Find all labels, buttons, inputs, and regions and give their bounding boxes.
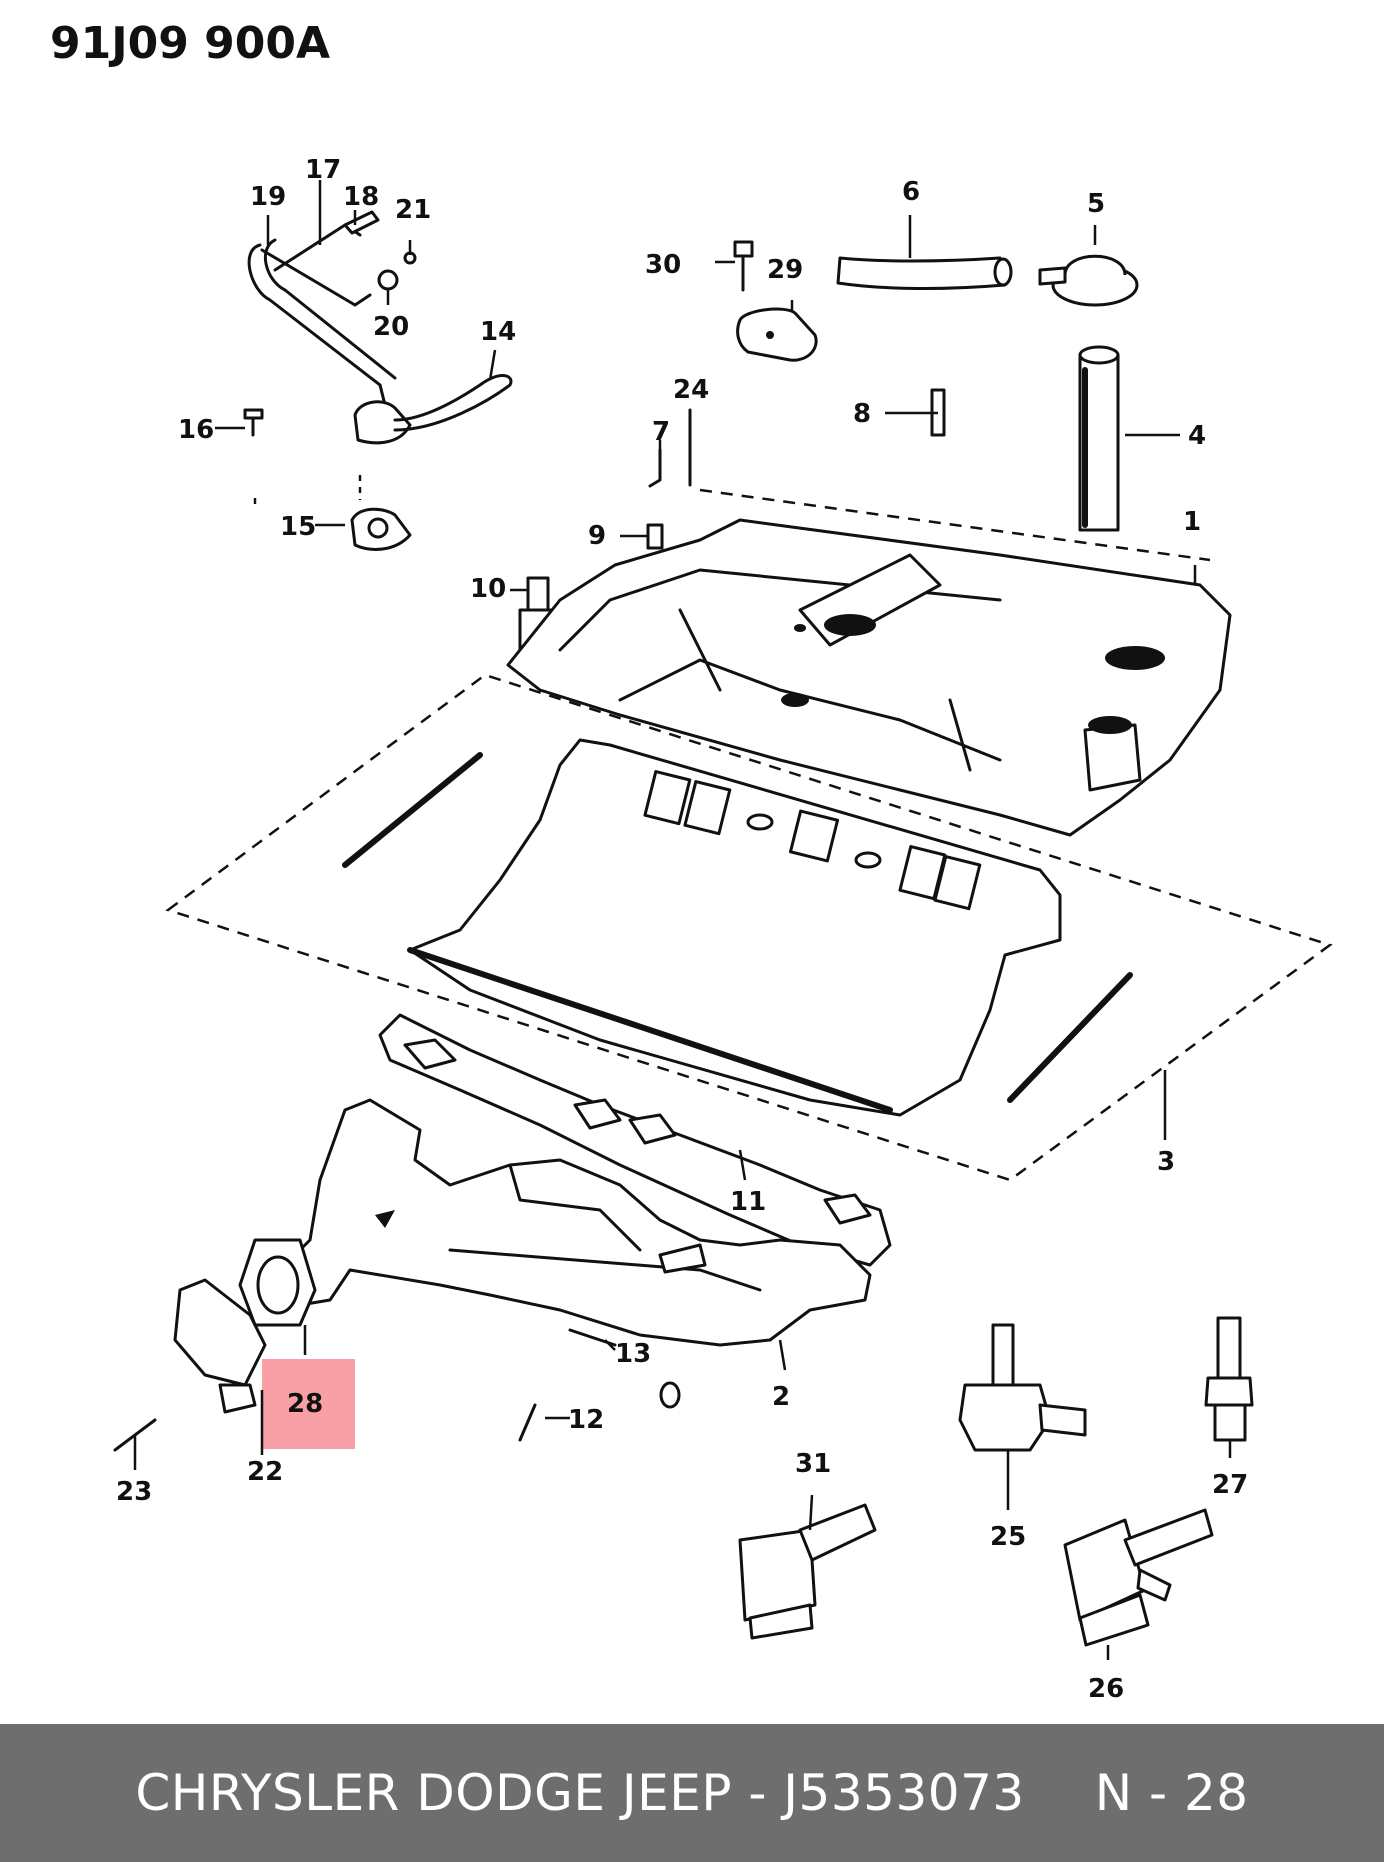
label-6: 6 — [902, 177, 920, 207]
seal-strip-left — [342, 752, 483, 868]
elbow-part-22 — [173, 1278, 267, 1414]
label-25: 25 — [990, 1522, 1026, 1552]
pin-part-7 — [648, 448, 662, 488]
cap-part-5 — [1038, 254, 1139, 307]
tube-part-4 — [1078, 345, 1120, 532]
exhaust-gasket-part-11 — [378, 1013, 892, 1267]
label-28: 28 — [287, 1389, 323, 1419]
footer-caption: CHRYSLER DODGE JEEP - J5353073 N - 28 — [135, 1764, 1248, 1822]
footer-ref: N - 28 — [1094, 1764, 1249, 1822]
intake-manifold-part-1 — [506, 518, 1232, 837]
label-3: 3 — [1157, 1147, 1175, 1177]
label-24: 24 — [673, 375, 709, 405]
label-7: 7 — [652, 417, 670, 447]
label-9: 9 — [588, 521, 606, 551]
valve-part-25 — [958, 1323, 1087, 1452]
hose-part-6 — [836, 256, 1007, 291]
label-15: 15 — [280, 512, 316, 542]
seal-strip-right — [1007, 972, 1133, 1103]
label-14: 14 — [480, 317, 516, 347]
label-17: 17 — [305, 155, 341, 185]
label-5: 5 — [1087, 189, 1105, 219]
flange-gasket-part-28 — [238, 1238, 317, 1327]
bracket-29-30 — [733, 240, 818, 362]
part-labels: 1 2 3 4 5 6 7 8 9 10 11 12 13 14 15 16 1… — [116, 155, 1248, 1704]
label-1: 1 — [1183, 507, 1201, 537]
label-21: 21 — [395, 195, 431, 225]
label-27: 27 — [1212, 1470, 1248, 1500]
footer-brand-part: CHRYSLER DODGE JEEP - J5353073 — [135, 1764, 1025, 1822]
exhaust-manifold-part-2 — [283, 1098, 872, 1347]
elbow-part-26 — [1063, 1508, 1214, 1647]
label-11: 11 — [730, 1187, 766, 1217]
leader-lines — [133, 180, 1232, 1660]
label-12: 12 — [568, 1405, 604, 1435]
label-13: 13 — [615, 1339, 651, 1369]
label-19: 19 — [250, 182, 286, 212]
label-23: 23 — [116, 1477, 152, 1507]
elbow-part-31 — [738, 1503, 877, 1640]
label-4: 4 — [1188, 421, 1206, 451]
label-10: 10 — [470, 574, 506, 604]
diagram-code: 91J09 900A — [50, 18, 330, 69]
plug-small — [659, 1381, 681, 1409]
valley-gasket — [407, 738, 1062, 1117]
label-18: 18 — [343, 182, 379, 212]
label-16: 16 — [178, 415, 214, 445]
label-26: 26 — [1088, 1674, 1124, 1704]
fitting-part-9 — [646, 523, 664, 550]
label-2: 2 — [772, 1382, 790, 1412]
manifold-assembly-outline — [165, 673, 1333, 1182]
label-31: 31 — [795, 1449, 831, 1479]
label-22: 22 — [247, 1457, 283, 1487]
tube-assembly — [243, 210, 513, 551]
footer-bar: CHRYSLER DODGE JEEP - J5353073 N - 28 — [0, 1724, 1384, 1862]
intake-outline-top — [699, 488, 1211, 562]
label-8: 8 — [853, 399, 871, 429]
fitting-part-27 — [1204, 1316, 1254, 1442]
highlight-box — [262, 1359, 355, 1449]
label-30: 30 — [645, 250, 681, 280]
label-29: 29 — [767, 255, 803, 285]
parts-diagram: 91J09 900A — [50, 18, 1333, 1704]
stud-part-12 — [518, 1403, 537, 1442]
label-20: 20 — [373, 312, 409, 342]
